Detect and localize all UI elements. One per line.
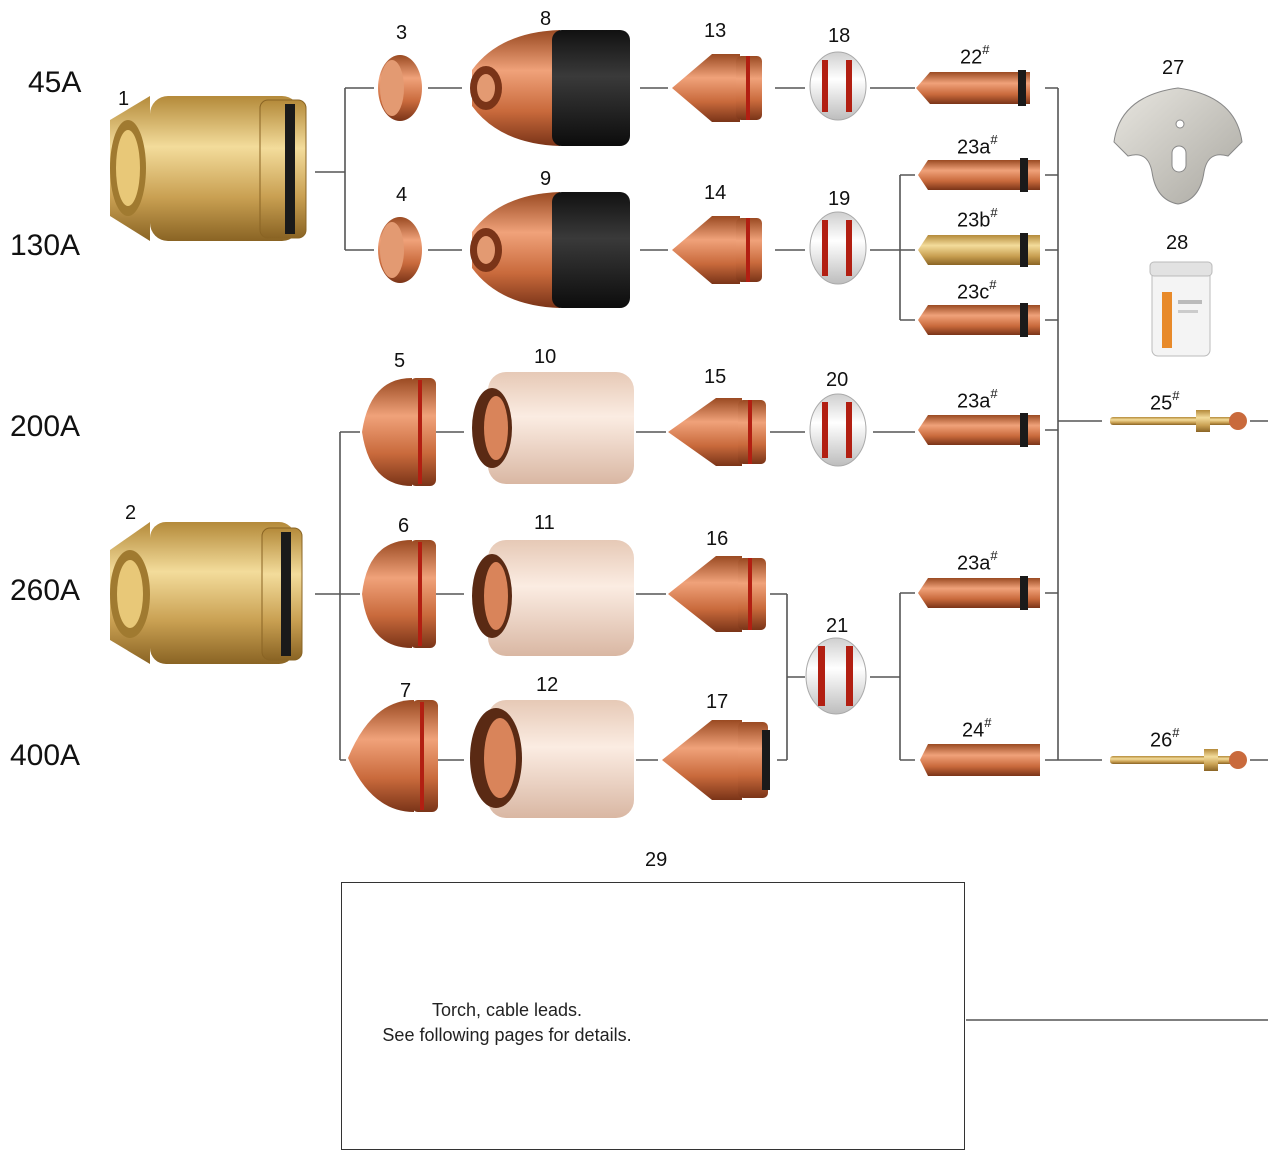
part-9-retaining-cap: [470, 192, 630, 308]
amperage-label-130a: 130A: [10, 229, 80, 263]
part-20-swirl-ring: [810, 394, 866, 466]
part-12-retaining-cap: [470, 700, 634, 818]
part-label: 23a#: [957, 388, 998, 414]
torch-cable-leads-caption: Torch, cable leads. See following pages …: [352, 998, 662, 1048]
part-label: 8: [540, 8, 551, 31]
part-16-nozzle: [668, 556, 766, 632]
part-label: 20: [826, 369, 848, 392]
part-27-tool-plate: [1114, 88, 1242, 204]
part-label: 28: [1166, 232, 1188, 255]
part-2-brass-retaining-cap: [110, 522, 302, 664]
part-18-swirl-ring: [810, 52, 866, 120]
part-label: 27: [1162, 57, 1184, 80]
part-label: 12: [536, 674, 558, 697]
part-23c-electrode: [918, 303, 1040, 337]
part-1-brass-retaining-cap: [110, 96, 306, 241]
part-8-retaining-cap: [470, 30, 630, 146]
part-label: 23b#: [957, 207, 998, 233]
part-label: 26#: [1150, 727, 1179, 753]
part-label: 19: [828, 188, 850, 211]
part-7-shield: [348, 700, 438, 812]
part-13-nozzle: [672, 54, 762, 122]
part-label: 29: [645, 849, 667, 872]
part-21-swirl-ring: [806, 638, 866, 714]
part-23a-electrode-260a: [918, 576, 1040, 610]
part-label: 5: [394, 350, 405, 373]
part-label: 23c#: [957, 279, 996, 305]
part-22-electrode: [916, 70, 1030, 106]
part-label: 10: [534, 346, 556, 369]
part-label: 22#: [960, 44, 989, 70]
part-6-shield: [362, 540, 436, 648]
part-label: 23a#: [957, 550, 998, 576]
part-24-electrode: [920, 744, 1040, 776]
part-19-swirl-ring: [810, 212, 866, 284]
part-label: 24#: [962, 717, 991, 743]
part-label: 18: [828, 25, 850, 48]
part-label: 17: [706, 691, 728, 714]
part-label: 1: [118, 88, 129, 111]
part-10-retaining-cap: [472, 372, 634, 484]
part-23a-electrode-200a: [918, 413, 1040, 447]
part-label: 13: [704, 20, 726, 43]
part-label: 16: [706, 528, 728, 551]
amperage-label-260a: 260A: [10, 574, 80, 608]
caption-line-1: Torch, cable leads.: [352, 998, 662, 1023]
amperage-label-45a: 45A: [28, 66, 81, 100]
caption-line-2: See following pages for details.: [352, 1023, 662, 1048]
part-label: 7: [400, 680, 411, 703]
part-label: 15: [704, 366, 726, 389]
part-label: 6: [398, 515, 409, 538]
part-label: 21: [826, 615, 848, 638]
connector-lines: [315, 88, 1268, 1020]
part-11-retaining-cap: [472, 540, 634, 656]
part-label: 25#: [1150, 390, 1179, 416]
part-label: 9: [540, 168, 551, 191]
part-3-shield: [378, 55, 422, 121]
part-4-shield: [378, 217, 422, 283]
amperage-label-400a: 400A: [10, 739, 80, 773]
part-5-shield: [362, 378, 436, 486]
part-label: 23a#: [957, 134, 998, 160]
part-label: 14: [704, 182, 726, 205]
part-label: 2: [125, 502, 136, 525]
part-14-nozzle: [672, 216, 762, 284]
part-label: 3: [396, 22, 407, 45]
part-23a-electrode: [918, 158, 1040, 192]
part-label: 4: [396, 184, 407, 207]
part-23b-electrode: [918, 233, 1040, 267]
part-15-nozzle: [668, 398, 766, 466]
part-label: 11: [534, 512, 555, 535]
amperage-label-200a: 200A: [10, 410, 80, 444]
part-28-lubricant-jar: [1150, 262, 1212, 356]
part-17-nozzle: [662, 720, 770, 800]
